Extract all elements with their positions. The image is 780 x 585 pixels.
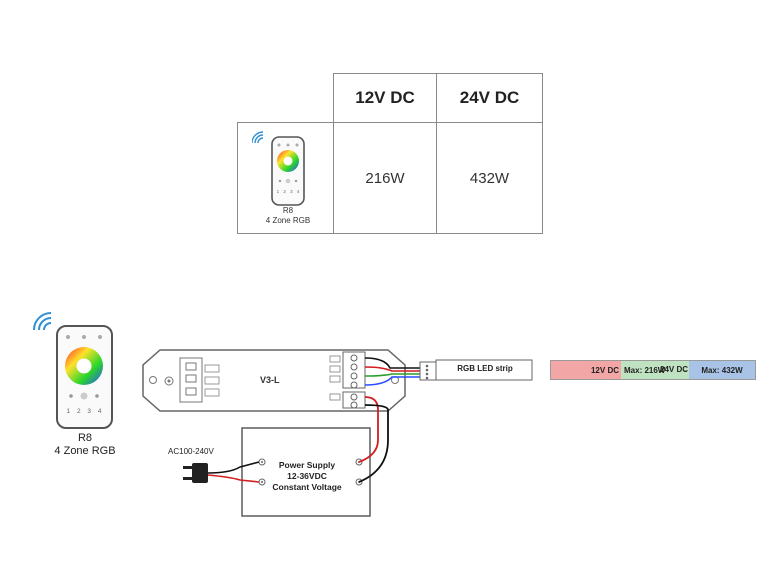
remote-large-btn-3: 3: [87, 408, 91, 415]
svg-text:1 2 3 4: 1 2 3 4: [67, 408, 102, 415]
controller-label: V3-L: [260, 375, 280, 385]
ac-plug: [183, 461, 260, 483]
spec-bar-max12: Max: 216W: [624, 365, 666, 375]
power-supply-line3: Constant Voltage: [272, 482, 342, 492]
value-24v: 432W: [469, 169, 510, 187]
remote-large-caption: R8 4 Zone RGB: [49, 432, 121, 458]
power-supply-line1: Power Supply: [278, 460, 336, 470]
controller-v3l: [142, 349, 406, 412]
table-header-12v: 12V DC: [333, 73, 437, 123]
header-24v-label: 24V DC: [459, 88, 520, 107]
spec-bar-max24: Max: 432W: [701, 365, 743, 375]
svg-text:1 2 3 4: 1 2 3 4: [277, 189, 300, 194]
remote-large: 1 2 3 4: [33, 312, 113, 429]
table-value-24v: 432W: [436, 122, 543, 234]
spec-bar-dash: -: [683, 365, 686, 375]
remote-large-model: R8: [77, 432, 93, 444]
ac-input-label: AC100-240V: [168, 447, 214, 456]
dc-wires: [358, 396, 389, 483]
power-supply-line2: 12-36VDC: [287, 471, 327, 481]
spec-bar-24v-label: 24V DC: [660, 365, 689, 374]
wifi-icon: [252, 131, 264, 144]
output-wires: [364, 357, 420, 386]
value-12v: 216W: [365, 169, 405, 187]
spec-bar-12v-label: 12V DC: [590, 365, 619, 375]
table-value-12v: 216W: [333, 122, 437, 234]
remote-small-btn-4: 4: [297, 189, 300, 194]
remote-small-desc: 4 Zone RGB: [265, 216, 311, 225]
remote-small-image: 1 2 3 4: [252, 131, 305, 206]
remote-large-desc: 4 Zone RGB: [54, 445, 116, 457]
remote-large-btn-4: 4: [98, 408, 102, 415]
remote-large-btn-2: 2: [77, 408, 81, 415]
power-supply: [241, 427, 371, 517]
led-strip-connector: [419, 359, 533, 381]
remote-small-caption: R8 4 Zone RGB: [252, 206, 324, 226]
spec-bar-24v: Max: 432W: [689, 360, 756, 380]
spec-bar-12v: 12V DC: [550, 360, 622, 380]
remote-small-btn-1: 1: [277, 189, 280, 194]
remote-small-btn-2: 2: [283, 189, 286, 194]
remote-small-btn-3: 3: [290, 189, 293, 194]
remote-small-model: R8: [282, 206, 294, 215]
power-supply-label: Power Supply 12-36VDC Constant Voltage: [262, 460, 352, 493]
header-12v-label: 12V DC: [355, 88, 415, 107]
spec-bar-mid: Max: 216W -: [621, 360, 690, 380]
table-header-24v: 24V DC: [436, 73, 543, 123]
wifi-icon: [33, 312, 52, 331]
led-strip-label: RGB LED strip: [457, 364, 513, 373]
remote-large-btn-1: 1: [67, 408, 71, 415]
